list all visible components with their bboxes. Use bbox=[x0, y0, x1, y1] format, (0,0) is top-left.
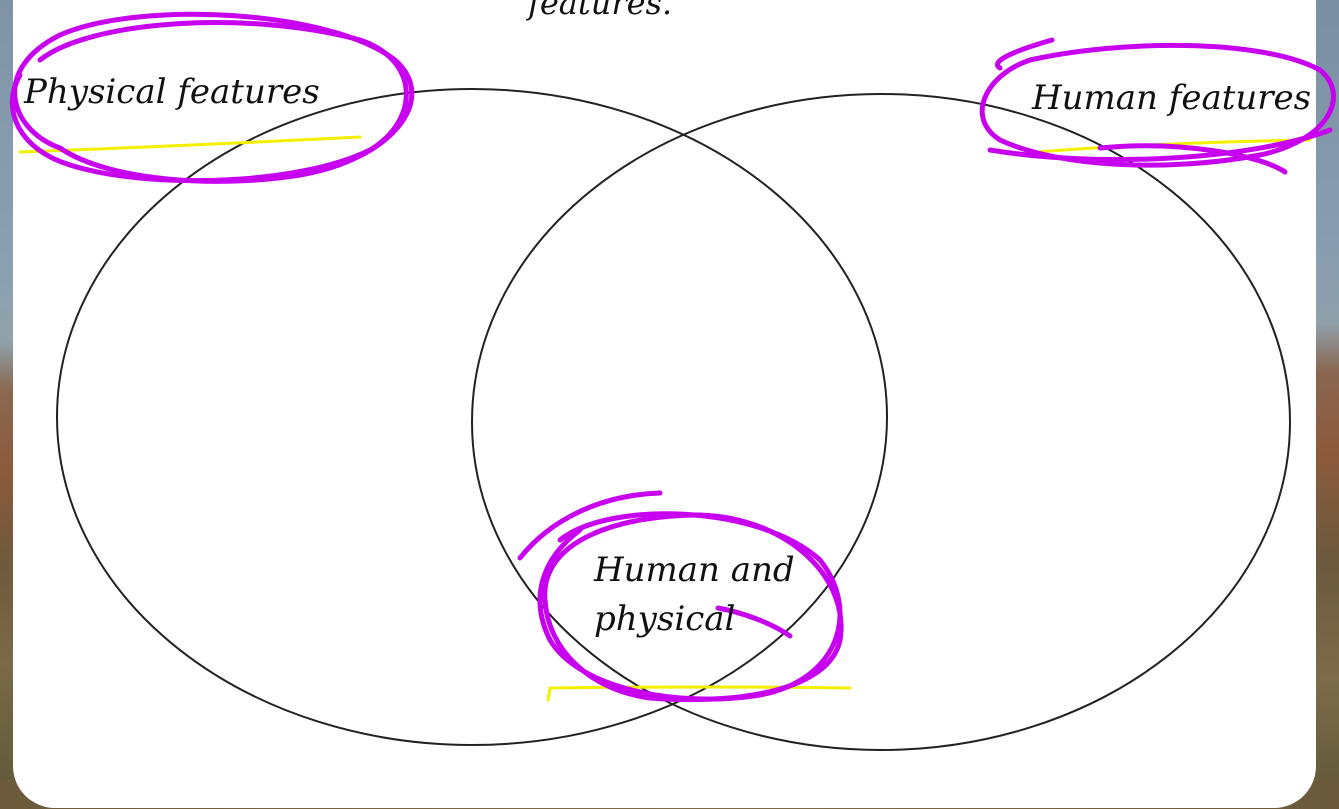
highlight-underline-left bbox=[20, 137, 360, 152]
label-physical-features: Physical features bbox=[24, 74, 320, 111]
label-human-and-physical: Human and physical bbox=[594, 546, 814, 645]
label-middle-line-2: physical bbox=[594, 595, 814, 644]
label-human-features: Human features bbox=[1032, 80, 1311, 117]
venn-circle-human bbox=[472, 94, 1290, 750]
title-fragment: features. bbox=[528, 0, 672, 21]
label-middle-line-1: Human and bbox=[594, 546, 814, 595]
